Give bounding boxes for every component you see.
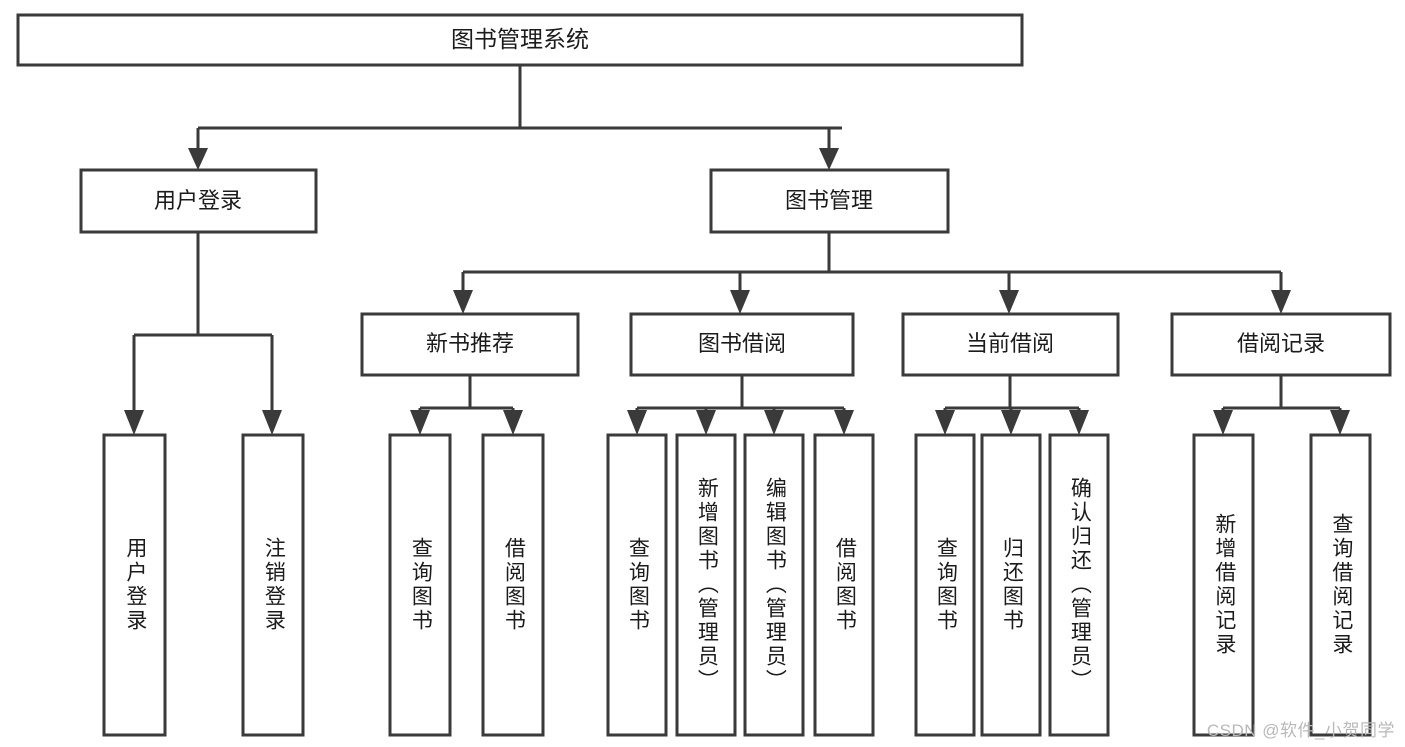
connector-userlogin-to-leaves <box>124 232 282 435</box>
watermark: CSDN @软件_小贺同学 <box>1206 721 1395 740</box>
leaf-box[interactable] <box>606 433 668 737</box>
node-user-login-label: 用户登录 <box>154 188 242 213</box>
leaf-box[interactable] <box>1192 433 1255 737</box>
leaf-box[interactable] <box>743 433 805 737</box>
node-book-management[interactable]: 图书管理 <box>709 168 950 234</box>
node-current-borrow-label: 当前借阅 <box>966 331 1054 356</box>
connector-borrowrecord-to-leaves <box>1213 375 1350 435</box>
leaf-box[interactable] <box>914 433 976 737</box>
node-book-management-label: 图书管理 <box>785 188 873 213</box>
leaf-box[interactable] <box>481 433 545 737</box>
node-root-system-label: 图书管理系统 <box>451 26 589 52</box>
node-book-borrow-label: 图书借阅 <box>698 331 786 356</box>
node-current-borrow[interactable]: 当前借阅 <box>901 312 1120 377</box>
node-book-borrow[interactable]: 图书借阅 <box>629 312 855 377</box>
connector-bookborrow-to-leaves <box>627 375 854 435</box>
leaf-box[interactable] <box>813 433 875 737</box>
leaf-box[interactable] <box>388 433 452 737</box>
node-new-book-recommend[interactable]: 新书推荐 <box>360 312 580 377</box>
leaf-box[interactable] <box>241 433 305 737</box>
leaf-box[interactable] <box>675 433 737 737</box>
node-borrow-record-label: 借阅记录 <box>1237 331 1325 356</box>
leaf-box[interactable] <box>102 433 167 737</box>
connector-newbook-to-leaves <box>410 375 523 435</box>
leaf-box[interactable] <box>1309 433 1372 737</box>
connector-root-to-level2 <box>188 65 842 170</box>
leaf-box[interactable] <box>1048 433 1110 737</box>
leaf-box[interactable] <box>980 433 1042 737</box>
node-root-system[interactable]: 图书管理系统 <box>16 13 1024 67</box>
connector-currentborrow-to-leaves <box>935 375 1089 435</box>
connector-bookmgmt-to-level3 <box>453 232 1291 314</box>
node-borrow-record[interactable]: 借阅记录 <box>1170 312 1392 377</box>
node-user-login[interactable]: 用户登录 <box>79 168 318 234</box>
leaf-boxes <box>102 433 1372 737</box>
node-new-book-recommend-label: 新书推荐 <box>426 331 514 356</box>
